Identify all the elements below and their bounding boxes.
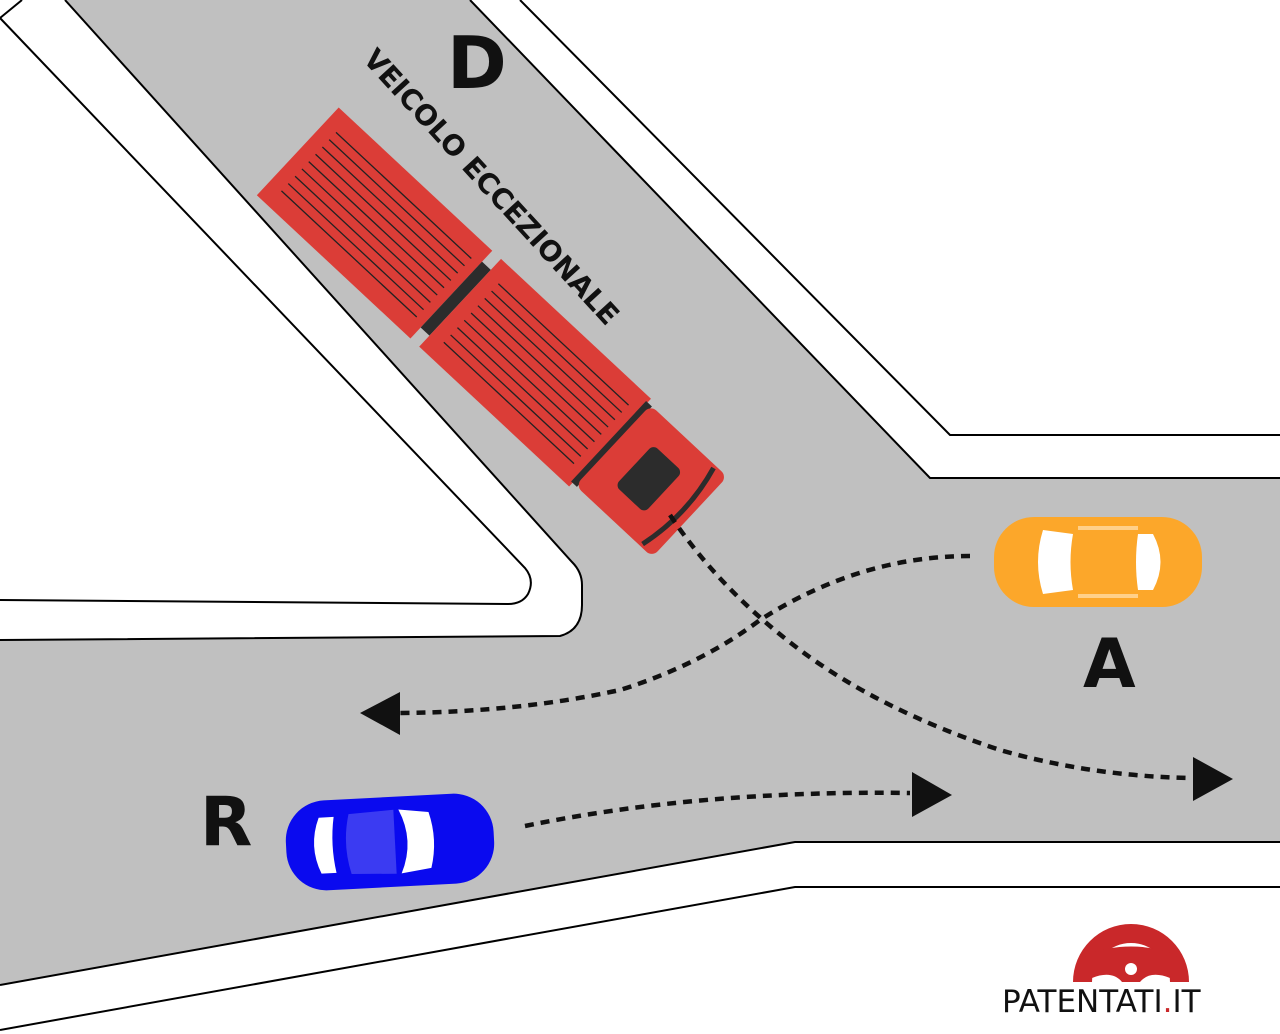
logo-text-main: PATENTATI (1002, 984, 1163, 1020)
patentati-logo: PATENTATI.IT (1002, 924, 1202, 1020)
car-r (284, 792, 496, 893)
logo-text-tld: IT (1173, 984, 1202, 1020)
label-a: A (1083, 625, 1136, 704)
car-a (994, 517, 1202, 607)
steering-wheel-icon (1073, 924, 1189, 982)
label-r: R (200, 783, 252, 862)
logo-text-dot: . (1163, 984, 1173, 1020)
label-d: D (447, 21, 507, 105)
logo-text: PATENTATI.IT (1002, 984, 1202, 1020)
